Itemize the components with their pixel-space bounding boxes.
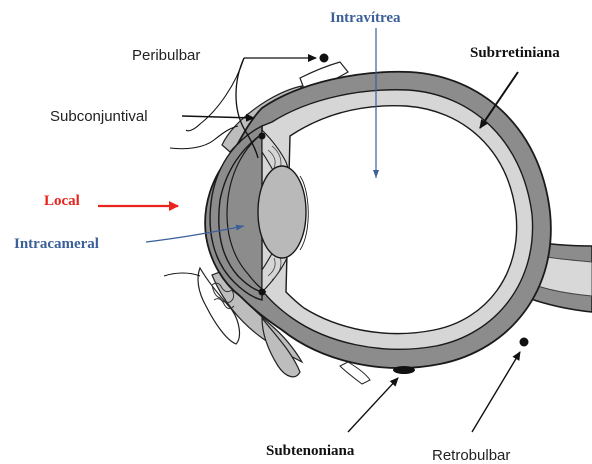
lens [258,166,306,258]
label-intravitrea: Intravítrea [330,10,401,26]
retrobulbar-site [520,338,529,347]
label-subretiniana: Subrretiniana [470,45,560,61]
label-subconjuntival: Subconjuntival [50,108,148,125]
subconjunctival-site-upper [259,133,266,140]
subconjunctival-arrow [182,116,254,118]
label-retrobulbar: Retrobulbar [432,447,510,464]
subtenon-site [393,366,415,374]
subconjunctival-site-lower [259,289,266,296]
label-intracameral: Intracameral [14,236,99,252]
subtenon-arrow [348,378,398,432]
label-subtenoniana: Subtenoniana [266,443,355,459]
label-local: Local [44,193,80,209]
label-peribulbar: Peribulbar [132,47,200,64]
retrobulbar-arrow [472,352,520,432]
peribulbar-site [320,54,329,63]
